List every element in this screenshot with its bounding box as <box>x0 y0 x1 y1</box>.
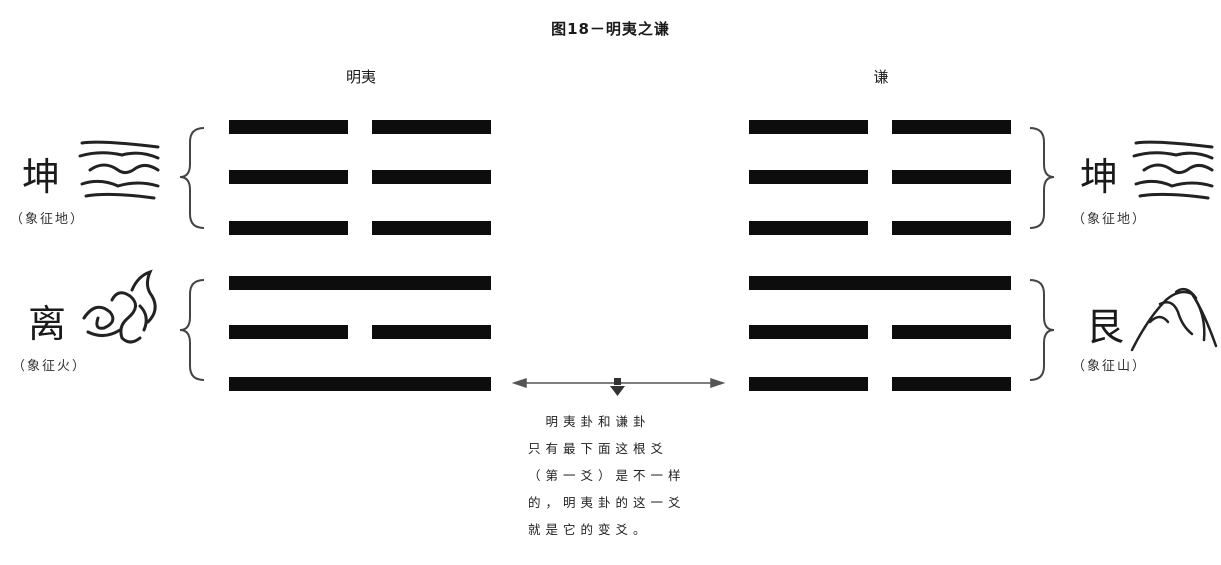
yin-line-segment <box>892 377 1011 391</box>
yin-line-segment <box>229 221 348 235</box>
trigram-meaning-li: （象征火） <box>12 359 88 374</box>
yin-line-segment <box>892 325 1011 339</box>
yin-line-segment <box>749 120 868 134</box>
trigram-char-li: 离 <box>28 302 67 346</box>
yang-line <box>229 377 491 391</box>
brace-left-upper <box>179 127 205 229</box>
figure-title: 图18－明夷之谦 <box>551 20 670 38</box>
trigram-char-gen: 艮 <box>1086 305 1125 349</box>
yin-line-segment <box>892 120 1011 134</box>
yang-line <box>749 276 1011 290</box>
hexagram-name-qian: 谦 <box>873 68 889 86</box>
earth-symbol-icon <box>78 140 160 200</box>
note-line: 就是它的变爻。 <box>528 522 651 537</box>
note-line: 只有最下面这根爻 <box>528 441 669 456</box>
yin-line-segment <box>229 120 348 134</box>
yin-line-segment <box>892 170 1011 184</box>
brace-right-upper <box>1029 127 1055 229</box>
yin-line-segment <box>749 325 868 339</box>
note-line: 的，明夷卦的这一爻 <box>528 495 686 510</box>
yin-line-segment <box>749 170 868 184</box>
trigram-char-kun-right: 坤 <box>1080 155 1119 199</box>
trigram-meaning-gen: （象征山） <box>1072 359 1148 374</box>
yang-line <box>229 276 491 290</box>
yin-line-segment <box>749 377 868 391</box>
fire-symbol-icon <box>82 269 157 344</box>
trigram-char-kun-left: 坤 <box>22 155 61 199</box>
yin-line-segment <box>229 170 348 184</box>
explanation-note: 明夷卦和谦卦 只有最下面这根爻 （第一爻）是不一样 的，明夷卦的这一爻 就是它的… <box>528 408 723 543</box>
trigram-meaning-kun-left: （象征地） <box>10 212 86 227</box>
brace-right-lower <box>1029 279 1055 381</box>
earth-symbol-icon <box>1132 140 1214 200</box>
note-line: 明夷卦和谦卦 <box>528 414 651 429</box>
note-line: （第一爻）是不一样 <box>528 468 686 483</box>
trigram-meaning-kun-right: （象征地） <box>1072 212 1148 227</box>
yin-line-segment <box>892 221 1011 235</box>
yin-line-segment <box>372 120 491 134</box>
hexagram-name-mingyi: 明夷 <box>345 68 376 86</box>
down-arrow-icon <box>610 378 625 396</box>
yin-line-segment <box>372 221 491 235</box>
brace-left-lower <box>179 279 205 381</box>
yin-line-segment <box>229 325 348 339</box>
yin-line-segment <box>372 170 491 184</box>
yin-line-segment <box>749 221 868 235</box>
mountain-symbol-icon <box>1130 287 1218 352</box>
yin-line-segment <box>372 325 491 339</box>
